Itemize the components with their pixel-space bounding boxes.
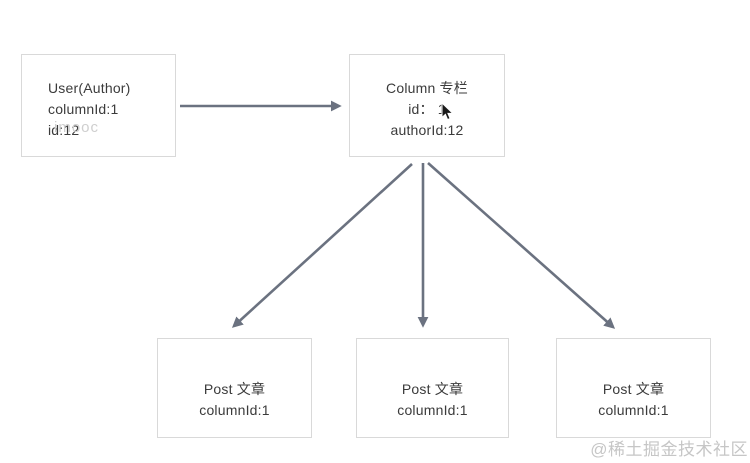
node-user-field-id: id:12	[48, 122, 80, 138]
node-post-title: Post 文章	[203, 381, 266, 397]
node-user-field-columnid: columnId:1	[48, 101, 119, 117]
node-column-title: Column 专栏	[386, 80, 468, 96]
edge-column-to-post3	[427, 162, 616, 329]
node-post-1: Post 文章 columnId:1	[157, 338, 312, 438]
node-column-field-authorid: authorId:12	[390, 122, 464, 138]
node-column: Column 专栏 id： 1 authorId:12	[349, 54, 505, 157]
community-watermark: @稀土掘金技术社区	[590, 440, 748, 459]
node-post-field-columnid: columnId:1	[199, 402, 270, 418]
node-column-field-id: id： 1	[408, 101, 446, 117]
edge-column-to-post1	[231, 163, 413, 328]
node-post-field-columnid: columnId:1	[397, 402, 468, 418]
node-post-title: Post 文章	[602, 381, 665, 397]
node-user-title: User(Author)	[48, 80, 131, 96]
node-user: User(Author) columnId:1 id:12	[21, 54, 176, 157]
mouse-cursor-icon	[441, 102, 454, 121]
node-post-field-columnid: columnId:1	[598, 402, 669, 418]
node-post-2: Post 文章 columnId:1	[356, 338, 509, 438]
node-post-3: Post 文章 columnId:1	[556, 338, 711, 438]
imooc-watermark: imooc	[54, 119, 100, 136]
node-post-title: Post 文章	[401, 381, 464, 397]
